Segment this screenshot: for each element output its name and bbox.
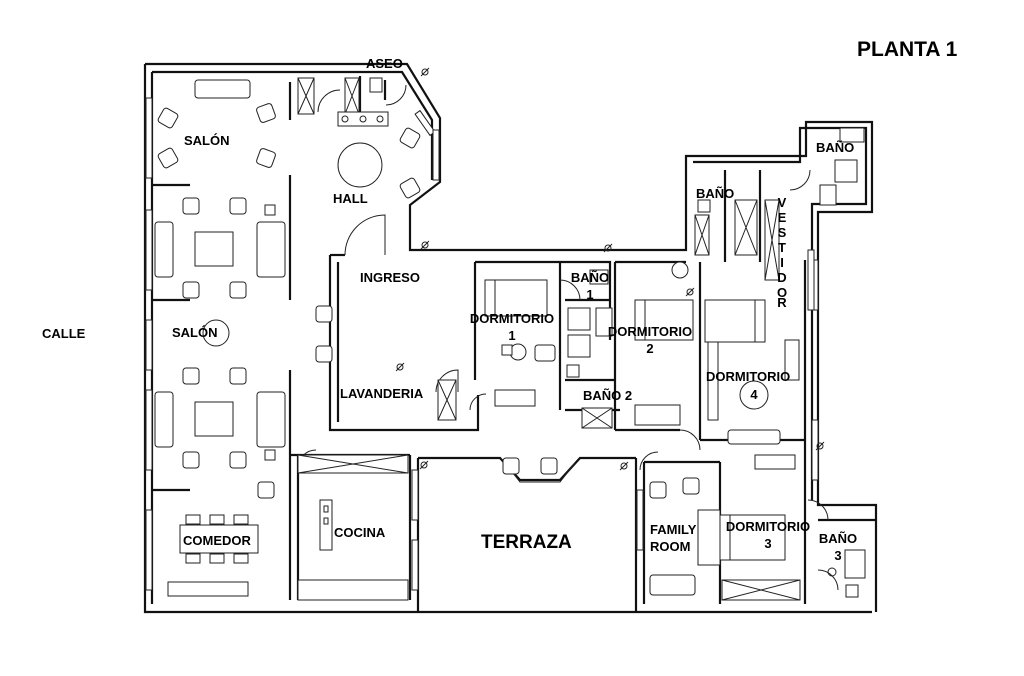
room-label-vestidor: V E S T I D O R: [777, 195, 787, 310]
room-label-comedor: COMEDOR: [183, 533, 252, 548]
room-label-lavanderia: LAVANDERIA: [340, 386, 424, 401]
vestidor-letter: V: [778, 195, 787, 210]
vestidor-letter: T: [778, 240, 786, 255]
vestidor-letter: D: [777, 270, 786, 285]
pipe-markers: [395, 67, 825, 471]
room-label-dormitorio4: DORMITORIO: [706, 369, 790, 384]
room-label-bano3-num: 3: [834, 548, 841, 563]
vestidor-letter: S: [778, 225, 787, 240]
vestidor-letter: O: [777, 285, 787, 300]
room-label-bano2: BAÑO 2: [583, 388, 632, 403]
room-label-terraza: TERRAZA: [481, 532, 572, 553]
room-label-aseo: ASEO: [366, 56, 403, 71]
plan-title: PLANTA 1: [857, 38, 958, 61]
room-label-salon-top: SALÓN: [184, 133, 230, 148]
room-label-dormitorio2-num: 2: [646, 341, 653, 356]
room-label-family-room-2: ROOM: [650, 539, 690, 554]
room-label-cocina: COCINA: [334, 525, 386, 540]
room-label-bano-top: BAÑO: [696, 186, 734, 201]
closets: [297, 77, 801, 601]
room-label-dormitorio3-num: 3: [764, 536, 771, 551]
street-label: CALLE: [42, 326, 86, 341]
room-label-bano-right: BAÑO: [816, 140, 854, 155]
room-label-dormitorio2: DORMITORIO: [608, 324, 692, 339]
furniture: [154, 77, 866, 598]
room-label-bano1: BAÑO: [571, 270, 609, 285]
room-label-bano3: BAÑO: [819, 531, 857, 546]
room-label-dormitorio1-num: 1: [508, 328, 515, 343]
room-label-ingreso: INGRESO: [360, 270, 420, 285]
vestidor-letter: R: [777, 295, 787, 310]
room-label-bano1-num: 1: [586, 287, 593, 302]
windows: [145, 97, 819, 591]
room-label-salon-mid: SALÓN: [172, 325, 218, 340]
room-label-family-room: FAMILY: [650, 522, 697, 537]
room-label-dormitorio3: DORMITORIO: [726, 519, 810, 534]
room-label-dormitorio4-num: 4: [750, 387, 758, 402]
vestidor-letter: I: [780, 255, 784, 270]
labels: PLANTA 1 CALLE ASEO SALÓN HALL INGRESO S…: [42, 38, 958, 563]
vestidor-letter: E: [778, 210, 787, 225]
room-label-dormitorio1: DORMITORIO: [470, 311, 554, 326]
room-label-hall: HALL: [333, 191, 368, 206]
